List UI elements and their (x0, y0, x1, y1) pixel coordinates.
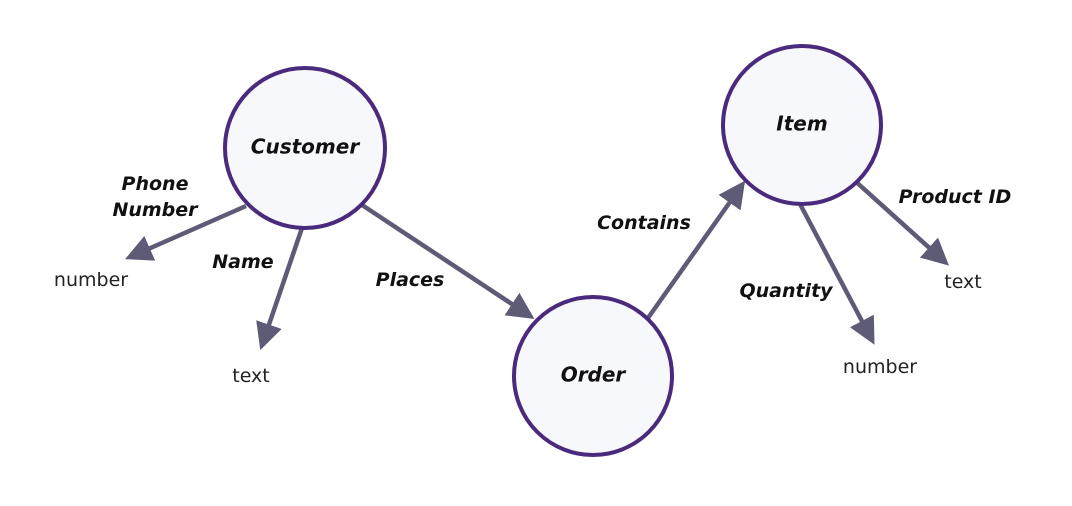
edge-label-contains: Contains (597, 212, 691, 234)
edge-label-phone-number-line1: Phone (122, 173, 189, 195)
node-item: Item (721, 44, 883, 206)
edge-label-places: Places (376, 269, 445, 291)
edge-name (256, 227, 305, 351)
value-name-type: text (232, 365, 270, 387)
value-quantity-type: number (843, 356, 917, 378)
value-product-id-type: text (944, 271, 982, 293)
edge-label-product-id: Product ID (899, 186, 1012, 208)
node-order-label: Order (561, 363, 627, 387)
edge-places (360, 203, 535, 319)
edge-product-id (852, 178, 950, 266)
node-item-label: Item (776, 112, 827, 136)
edge-label-name: Name (212, 251, 274, 273)
edge-quantity (798, 202, 875, 345)
node-customer: Customer (223, 66, 387, 230)
node-order: Order (512, 295, 674, 457)
node-customer-label: Customer (251, 135, 361, 159)
edge-contains (646, 180, 746, 320)
edge-phone-number (125, 203, 247, 261)
edge-label-quantity: Quantity (739, 280, 834, 302)
value-phone-number-type: number (54, 269, 128, 291)
edge-label-phone-number-line2: Number (112, 199, 199, 221)
